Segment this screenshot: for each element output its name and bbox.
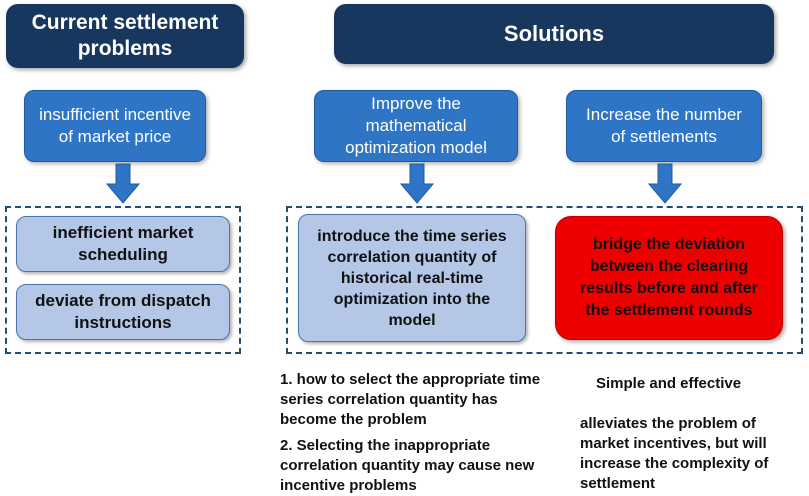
- option-2-label: Increase the number of settlements: [586, 105, 742, 146]
- option-increase-settlements: Increase the number of settlements: [566, 90, 762, 162]
- cause-box: insufficient incentive of market price: [24, 90, 206, 162]
- solutions-group: [286, 206, 803, 354]
- problem-deviate-dispatch: deviate from dispatch instructions: [16, 284, 230, 340]
- problems-group: [5, 206, 241, 354]
- note-select-correlation: 1. how to select the appropriate time se…: [280, 371, 541, 428]
- cause-text: insufficient incentive of market price: [39, 105, 191, 146]
- option-1-label: Improve the mathematical optimization mo…: [345, 94, 487, 157]
- down-arrow-icon: [105, 163, 141, 204]
- detail-bridge-deviation: bridge the deviation between the clearin…: [555, 216, 783, 340]
- down-arrow-icon: [399, 163, 435, 204]
- problem-inefficient-scheduling: inefficient market scheduling: [16, 216, 230, 272]
- detail-1-text: introduce the time series correlation qu…: [317, 227, 507, 329]
- note-simple-effective: Simple and effective: [596, 375, 742, 392]
- solutions-header: Solutions: [334, 4, 774, 64]
- note-inappropriate-correlation: 2. Selecting the inappropriate correlati…: [280, 437, 535, 494]
- note-alleviates-incentives: alleviates the problem of market incenti…: [580, 415, 769, 492]
- current-problems-header: Current settlement problems: [6, 4, 244, 68]
- detail-time-series: introduce the time series correlation qu…: [298, 214, 526, 342]
- detail-2-text: bridge the deviation between the clearin…: [580, 236, 758, 319]
- problem-1-text: inefficient market scheduling: [52, 223, 194, 264]
- solutions-title: Solutions: [503, 21, 605, 46]
- option-improve-model: Improve the mathematical optimization mo…: [314, 90, 518, 162]
- problem-2-text: deviate from dispatch instructions: [35, 291, 211, 332]
- down-arrow-icon: [647, 163, 683, 204]
- current-problems-title: Current settlement problems: [31, 11, 219, 60]
